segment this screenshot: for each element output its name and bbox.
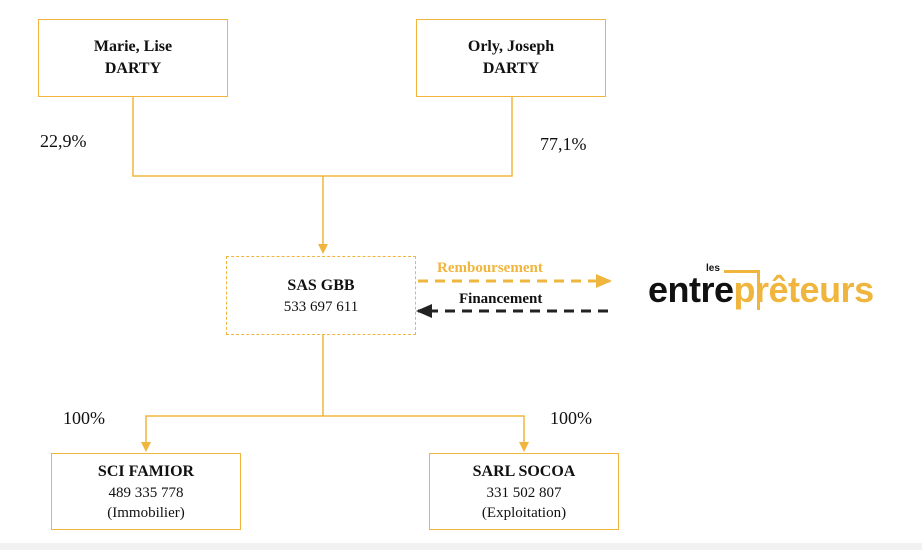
shareholder-name: Marie, Lise — [93, 38, 173, 55]
subsidiary-activity: (Immobilier) — [107, 504, 185, 521]
subsidiary-number: 489 335 778 — [108, 484, 184, 501]
connector-shareholder-left — [132, 97, 323, 177]
les-entrepreteurs-logo: les entreprêteurs — [648, 264, 875, 318]
arrow-to-sarl-socoa — [323, 415, 529, 452]
holding-number: 533 697 611 — [283, 298, 359, 315]
bottom-strip — [0, 543, 922, 550]
logo-prefix: les — [706, 263, 720, 274]
holding-name: SAS GBB — [287, 276, 355, 294]
subsidiary-box-sarl-socoa: SARL SOCOA 331 502 807 (Exploitation) — [429, 453, 619, 530]
logo-word-preteurs: prêteurs — [733, 269, 875, 310]
share-percent-orly-joseph: 77,1% — [540, 134, 587, 154]
subsidiary-activity: (Exploitation) — [481, 504, 567, 521]
holding-box-sas-gbb: SAS GBB 533 697 611 — [226, 256, 416, 335]
shareholder-name: Orly, Joseph — [467, 38, 555, 55]
financing-label: Financement — [459, 291, 543, 307]
share-percent-marie-lise: 22,9% — [40, 131, 87, 151]
logo-bracket-mark — [724, 270, 760, 310]
shareholder-box-orly-joseph: Orly, Joseph DARTY — [416, 19, 606, 97]
shareholder-surname: DARTY — [482, 60, 540, 77]
subsidiary-number: 331 502 807 — [486, 484, 562, 501]
share-percent-sci-famior: 100% — [63, 408, 105, 428]
shareholder-box-marie-lise: Marie, Lise DARTY — [38, 19, 228, 97]
shareholder-surname: DARTY — [104, 60, 162, 77]
subsidiary-name: SARL SOCOA — [472, 462, 576, 480]
logo-word-entre: entre — [648, 269, 734, 310]
share-percent-sarl-socoa: 100% — [550, 408, 592, 428]
subsidiary-box-sci-famior: SCI FAMIOR 489 335 778 (Immobilier) — [51, 453, 241, 530]
arrow-to-sci-famior — [141, 415, 323, 452]
subsidiary-name: SCI FAMIOR — [97, 462, 195, 480]
connector-shareholder-right — [323, 97, 513, 177]
repayment-label: Remboursement — [437, 260, 543, 276]
